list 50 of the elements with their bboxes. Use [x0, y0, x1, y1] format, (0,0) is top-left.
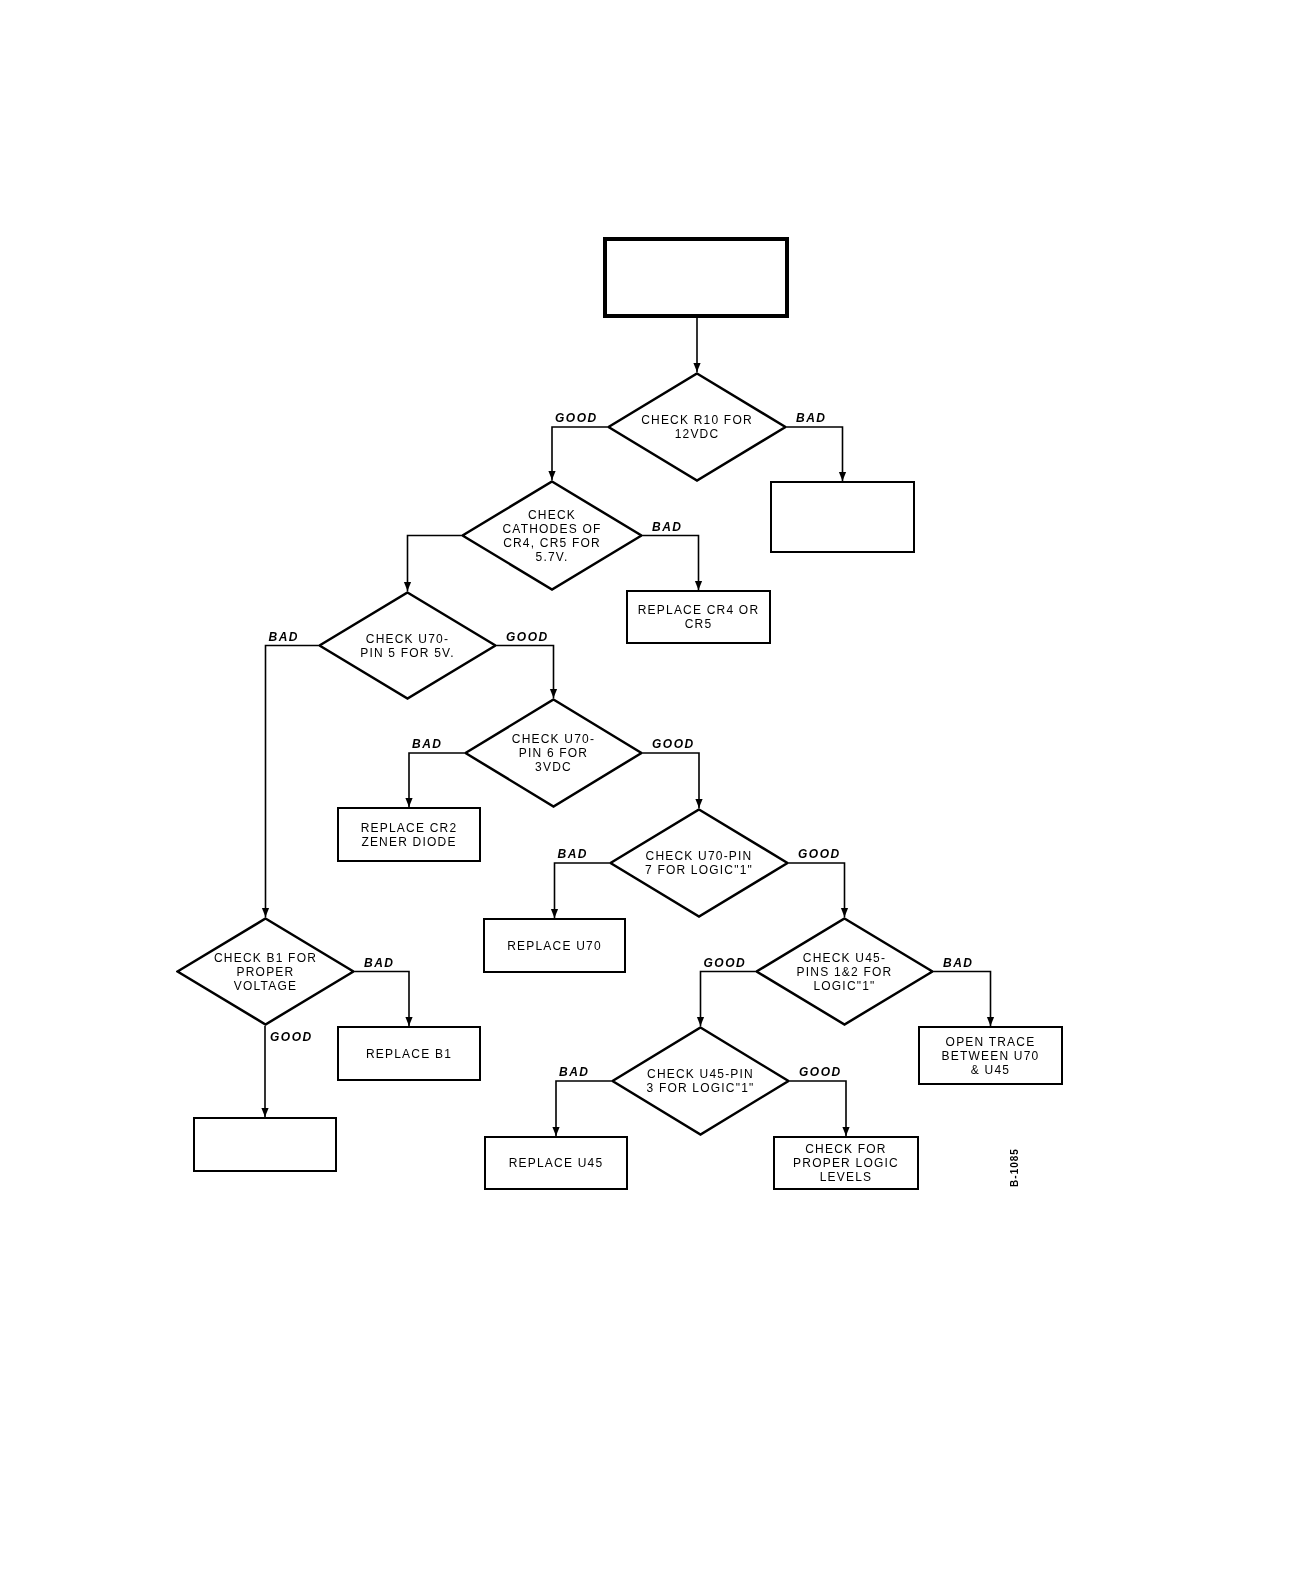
decision-diamond: CHECK U70-PIN 5 FOR 5V.: [318, 591, 497, 700]
process-box: OPEN TRACE BETWEEN U70 & U45: [918, 1026, 1063, 1085]
arrow: [496, 644, 558, 699]
edge-label: GOOD: [505, 629, 550, 644]
edge-label: BAD: [558, 1065, 591, 1079]
decision-diamond: CHECK U45-PIN 3 FOR LOGIC"1": [611, 1026, 790, 1136]
edge-label: GOOD: [798, 1065, 843, 1079]
decision-diamond: CHECK R10 FOR 12VDC: [607, 372, 787, 482]
figure-number: B-1085: [1007, 1148, 1021, 1187]
arrow: [933, 970, 995, 1027]
edge-label: BAD: [795, 411, 828, 425]
decision-diamond: CHECK U70-PIN 7 FOR LOGIC"1": [609, 808, 789, 918]
process-box: REPLACE CR2 ZENER DIODE: [337, 807, 481, 862]
arrow: [642, 752, 703, 809]
arrow: [642, 534, 703, 591]
edge-label: BAD: [267, 629, 300, 644]
arrow: [550, 862, 610, 919]
arrow: [788, 862, 849, 918]
process-box: REPLACE CR4 OR CR5: [626, 590, 771, 644]
decision-diamond: CHECK CATHODES OF CR4, CR5 FOR 5.7V.: [461, 480, 643, 591]
edge-label: BAD: [942, 955, 975, 970]
decision-diamond: CHECK B1 FOR PROPER VOLTAGE: [176, 917, 355, 1026]
process-box: CHECK FOR PROPER LOGIC LEVELS: [773, 1136, 919, 1190]
arrow: [354, 970, 413, 1027]
process-box: REPLACE B1: [337, 1026, 481, 1081]
arrow: [403, 534, 462, 592]
edge-label: BAD: [363, 955, 396, 970]
edge-label: GOOD: [554, 411, 599, 425]
edge-label: GOOD: [651, 737, 696, 751]
edge-label: GOOD: [269, 1030, 314, 1044]
decision-diamond: CHECK U45-PINS 1&2 FOR LOGIC"1": [755, 917, 934, 1026]
edge-label: BAD: [651, 519, 684, 534]
edge-label: BAD: [411, 737, 444, 751]
process-box: REPLACE U45: [484, 1136, 628, 1190]
decision-diamond: CHECK U70-PIN 6 FOR 3VDC: [464, 698, 643, 808]
arrow: [789, 1080, 850, 1137]
process-box: REPLACE U70: [483, 918, 626, 973]
arrow: [786, 426, 847, 482]
empty-box: [193, 1117, 337, 1172]
arrow: [693, 317, 701, 373]
arrow: [261, 1025, 269, 1118]
empty-box: [603, 237, 789, 318]
edge-label: BAD: [556, 847, 589, 861]
arrow: [405, 752, 465, 808]
empty-box: [770, 481, 915, 553]
edge-label: GOOD: [797, 847, 842, 861]
arrow: [552, 1080, 612, 1137]
arrow: [548, 426, 608, 481]
edge-label: GOOD: [702, 955, 748, 970]
arrow: [261, 644, 319, 918]
